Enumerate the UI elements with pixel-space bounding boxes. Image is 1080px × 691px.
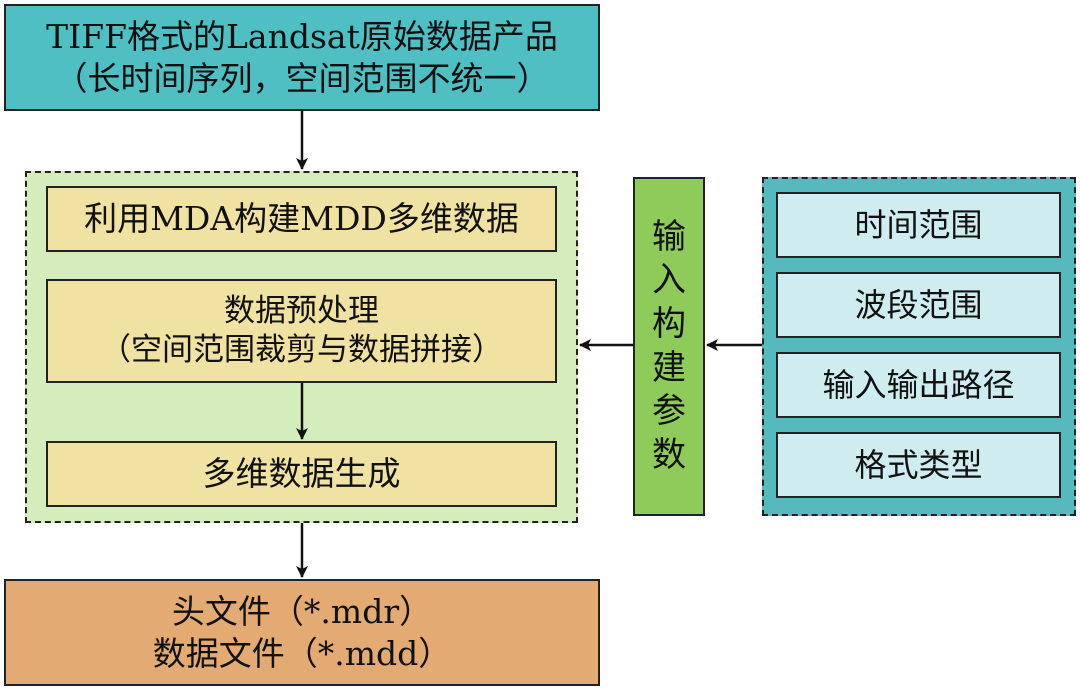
params-label-char: 建	[652, 347, 686, 388]
step-2-line-1: 数据预处理	[224, 293, 379, 330]
step-1-label: 利用MDA构建MDD多维数据	[84, 199, 519, 239]
step-generate: 多维数据生成	[46, 441, 557, 507]
param-io-path: 输入输出路径	[776, 352, 1061, 418]
output-line-2: 数据文件（*.mdd）	[152, 633, 452, 673]
step-preprocess: 数据预处理 （空间范围裁剪与数据拼接）	[46, 279, 557, 383]
step-2-line-2: （空间范围裁剪与数据拼接）	[100, 332, 503, 368]
param-item-label: 输入输出路径	[822, 366, 1015, 404]
step-build-mdd: 利用MDA构建MDD多维数据	[46, 186, 557, 252]
params-label-char: 入	[652, 260, 686, 301]
params-label-char: 构	[652, 303, 686, 344]
source-data-box: TIFF格式的Landsat原始数据产品 （长时间序列，空间范围不统一）	[4, 4, 600, 111]
params-label-box: 输 入 构 建 参 数	[633, 177, 705, 516]
param-item-label: 波段范围	[854, 286, 983, 324]
source-line-2: （长时间序列，空间范围不统一）	[54, 58, 550, 98]
output-line-1: 头文件（*.mdr）	[171, 592, 433, 632]
param-format-type: 格式类型	[776, 432, 1061, 498]
output-files-box: 头文件（*.mdr） 数据文件（*.mdd）	[4, 579, 600, 686]
step-3-label: 多维数据生成	[202, 454, 401, 494]
param-time-range: 时间范围	[776, 192, 1061, 258]
param-item-label: 格式类型	[854, 446, 983, 484]
param-band-range: 波段范围	[776, 272, 1061, 338]
params-label-char: 参	[652, 391, 686, 432]
params-label-char: 输	[652, 216, 686, 257]
params-label-char: 数	[652, 434, 686, 475]
source-line-1: TIFF格式的Landsat原始数据产品	[46, 17, 558, 57]
param-item-label: 时间范围	[854, 206, 983, 244]
